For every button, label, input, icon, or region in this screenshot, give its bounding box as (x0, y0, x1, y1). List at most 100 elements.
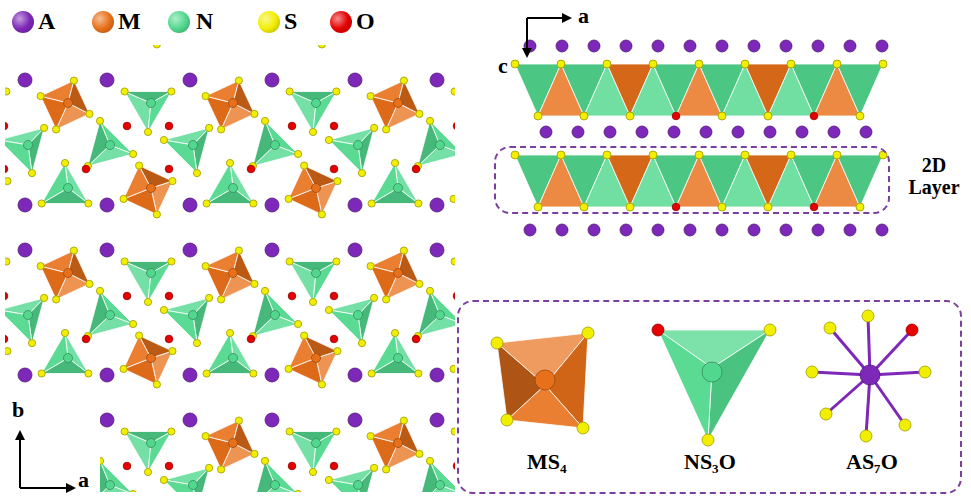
s-atom (577, 422, 589, 434)
n-atom (601, 311, 610, 320)
s-atom (367, 433, 374, 440)
a-atom (812, 40, 824, 52)
s-atom (160, 136, 167, 143)
a-atom (604, 126, 616, 138)
ms4-tetrahedron (233, 81, 254, 114)
ms4-tetrahedron (41, 436, 68, 469)
m-atom (642, 14, 651, 23)
o-atom (0, 0, 8, 3)
s-atom (474, 468, 481, 475)
s-atom (144, 128, 151, 135)
m-atom (477, 14, 486, 23)
s-atom (202, 263, 209, 270)
s-atom (764, 112, 772, 120)
s-atom (655, 306, 662, 313)
ns3o-tetrahedron (455, 92, 502, 104)
s-atom (261, 117, 268, 124)
s-atom (309, 468, 316, 475)
s-atom (193, 169, 200, 176)
ms4-tetrahedron (304, 336, 337, 358)
s-atom (86, 280, 93, 287)
ms4-tetrahedron (646, 351, 667, 384)
legend-swatch (330, 11, 352, 33)
s-atom (218, 296, 225, 303)
s-atom (663, 428, 670, 435)
a-atom (780, 40, 792, 52)
legend-swatch (12, 11, 34, 33)
s-atom (383, 296, 390, 303)
ms4-tetrahedron (68, 251, 89, 284)
o-atom (495, 122, 503, 130)
a-atom (348, 198, 362, 212)
s-atom (120, 195, 127, 202)
n-atom (189, 141, 198, 150)
s-atom (416, 280, 423, 287)
ms4-tetrahedron (398, 421, 419, 454)
o-atom (165, 0, 173, 3)
s-atom (367, 93, 374, 100)
s-atom (557, 60, 565, 68)
s-atom (40, 294, 47, 301)
s-atom (450, 195, 457, 202)
a-atom (348, 368, 362, 382)
s-atom (833, 60, 841, 68)
s-atom (318, 211, 325, 218)
a-atom (595, 413, 609, 427)
s-atom (40, 124, 47, 131)
s-atom (581, 280, 588, 287)
layer-stack-ac (511, 40, 888, 236)
s-atom (400, 417, 407, 424)
ms4-tetrahedron (481, 181, 502, 214)
s-atom (764, 324, 776, 336)
s-atom (368, 370, 375, 377)
ns3o-tetrahedron (537, 18, 584, 34)
s-atom (205, 124, 212, 131)
s-atom (626, 112, 634, 120)
o-atom (247, 335, 255, 343)
a-atom (524, 224, 536, 236)
n-atom (271, 311, 280, 320)
ns3o-tetrahedron (523, 0, 539, 3)
s-atom (226, 159, 233, 166)
s-atom (70, 417, 77, 424)
o-atom (330, 122, 338, 130)
o-atom (288, 122, 296, 130)
n-atom (477, 269, 486, 278)
s-atom (616, 258, 623, 265)
n-atom (64, 354, 73, 363)
o-atom (288, 462, 296, 470)
s-atom (136, 332, 143, 339)
s-atom (695, 151, 703, 159)
s-atom (235, 247, 242, 254)
ns3o-polyhedron (658, 330, 712, 440)
s-atom (557, 151, 565, 159)
ms4-tetrahedron (398, 251, 419, 284)
ns3o-tetrahedron (164, 480, 197, 497)
m-atom (229, 439, 238, 448)
ns3o-tetrahedron (207, 333, 233, 374)
s-atom (286, 258, 293, 265)
s-atom (368, 200, 375, 207)
s-atom (334, 348, 341, 355)
o-atom (165, 462, 173, 470)
s-atom (499, 178, 506, 185)
ns3o-tetrahedron (372, 163, 398, 204)
s-atom (129, 150, 136, 157)
n-atom (702, 362, 722, 382)
o-atom (412, 0, 420, 3)
s-atom (741, 151, 749, 159)
a-atom (844, 40, 856, 52)
m-atom (394, 269, 403, 278)
s-atom (718, 112, 726, 120)
s-atom (370, 294, 377, 301)
ms4-tetrahedron (68, 81, 89, 114)
m-atom (312, 184, 321, 193)
o-atom (495, 165, 503, 173)
s-atom (61, 329, 68, 336)
a-atom (620, 224, 632, 236)
m-atom (535, 370, 555, 390)
s-atom (251, 280, 258, 287)
s-atom (333, 258, 340, 265)
o-atom (247, 0, 255, 3)
n-atom (642, 269, 651, 278)
